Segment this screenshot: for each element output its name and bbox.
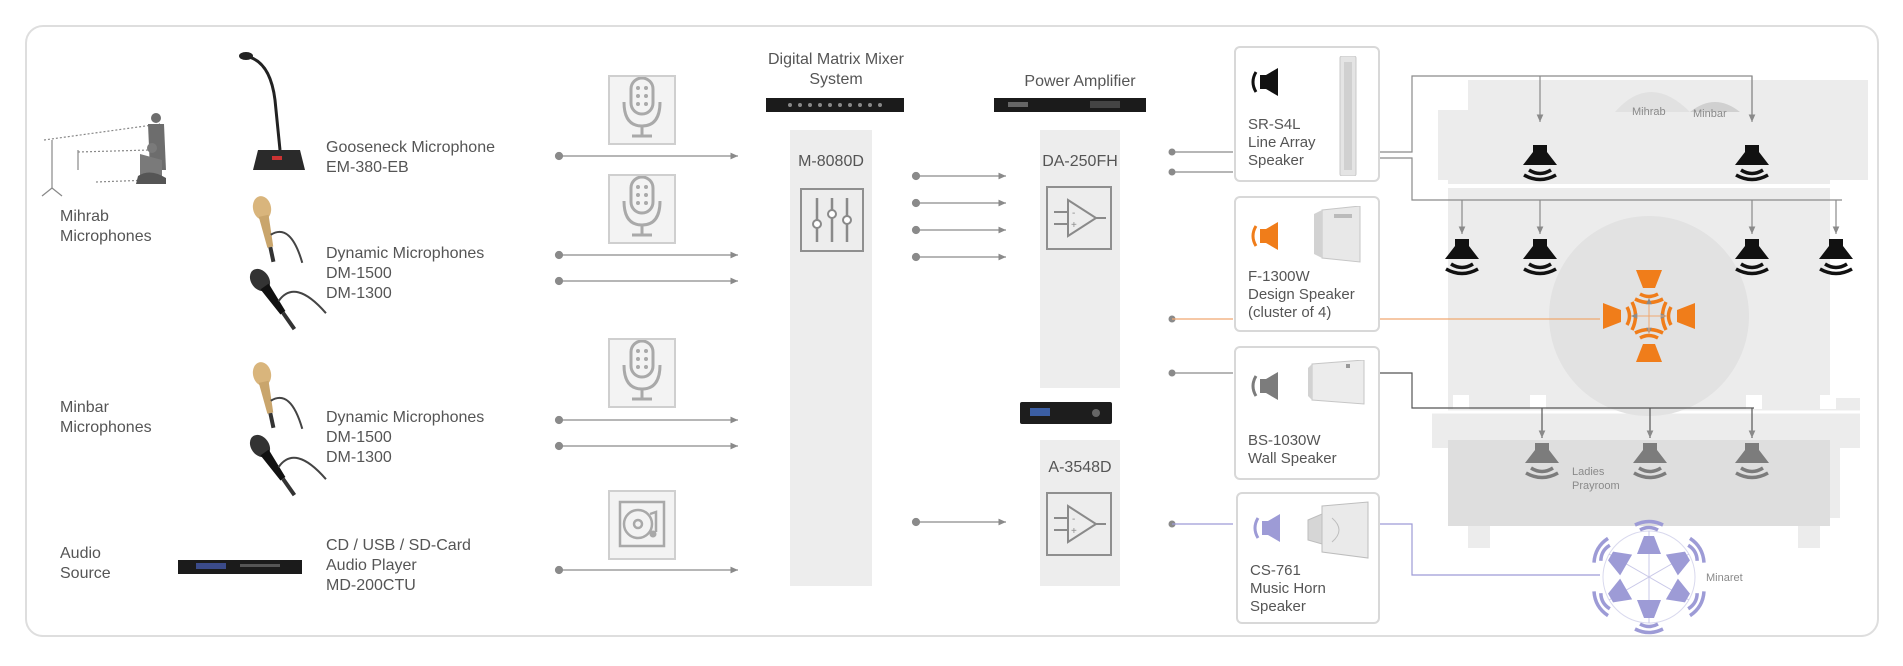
design-speaker-image (1314, 206, 1361, 263)
line-array-speaker-image (1339, 56, 1357, 176)
amp-output-connectors (1168, 148, 1600, 576)
sr-speaker-wiring (1380, 75, 1842, 234)
design-speaker-cluster (1601, 268, 1697, 364)
gooseneck-microphone-image (239, 52, 305, 170)
microphone-icon (622, 175, 662, 237)
cs-speaker-type-line1: Music Horn (1250, 580, 1326, 597)
speaker-card-f-1300w: F-1300W Design Speaker (cluster of 4) (1234, 196, 1380, 332)
diagram-frame (25, 25, 1879, 637)
sr-speaker-type-line1: Line Array (1248, 134, 1316, 151)
svg-text:-: - (1072, 514, 1075, 525)
audio-player-image (178, 560, 302, 574)
f-speaker-note: (cluster of 4) (1248, 304, 1332, 321)
dynamic1-name: Dynamic Microphones (326, 245, 485, 262)
speaker-icon (1251, 68, 1278, 96)
gooseneck-model: EM-380-EB (326, 159, 409, 176)
wall-speaker-image (1308, 360, 1365, 405)
microphone-icon (622, 339, 662, 401)
microphone-icon-box-3 (608, 338, 676, 408)
mihrab-microphone-illustration (41, 113, 166, 197)
amplifier-title: Power Amplifier (1024, 73, 1136, 90)
svg-text:-: - (1072, 208, 1075, 219)
zone-ladies-line2: Prayroom (1572, 480, 1620, 492)
dynamic2-model-b: DM-1300 (326, 449, 392, 466)
minbar-group-label-1: Minbar (60, 399, 109, 416)
mixer-title-line2: System (809, 71, 863, 88)
amp2-model: A-3548D (1048, 459, 1112, 476)
dynamic2-name: Dynamic Microphones (326, 409, 485, 426)
mixer-title-line1: Digital Matrix Mixer (767, 51, 904, 68)
input-connectors (554, 151, 738, 575)
amp1-model: DA-250FH (1042, 153, 1118, 170)
mixer-model: M-8080D (798, 153, 864, 170)
f-speaker-type: Design Speaker (1248, 286, 1355, 303)
dynamic1-model-a: DM-1500 (326, 265, 392, 282)
speaker-icon (1253, 514, 1280, 542)
mixer-amplifier-image (1020, 402, 1112, 424)
bs-speaker-wiring (1380, 372, 1756, 438)
bs-speaker-type: Wall Speaker (1248, 450, 1337, 467)
minaret-horn-cluster (1589, 519, 1709, 635)
sr-speaker-type-line2: Speaker (1248, 152, 1304, 169)
cs-speaker-type-line2: Speaker (1250, 598, 1306, 615)
speaker-card-cs-761: CS-761 Music Horn Speaker (1236, 492, 1380, 624)
zone-minaret: Minaret (1706, 572, 1743, 584)
speaker-icon (1251, 222, 1278, 250)
mixer-sliders-icon (800, 188, 864, 252)
minbar-group-label-2: Microphones (60, 419, 152, 436)
bs-speaker-model: BS-1030W (1248, 432, 1321, 449)
mihrab-group-label-2: Microphones (60, 228, 152, 245)
mihrab-group-label-1: Mihrab (60, 208, 109, 225)
svg-text:+: + (1071, 526, 1077, 537)
cs-speaker-model: CS-761 (1250, 562, 1301, 579)
audio-group-label-2: Source (60, 565, 111, 582)
player-type: Audio Player (326, 557, 417, 574)
audio-group-label-1: Audio (60, 545, 101, 562)
zone-mihrab: Mihrab (1632, 106, 1666, 118)
microphone-icon (622, 76, 662, 138)
sr-speaker-model: SR-S4L (1248, 116, 1301, 133)
zone-ladies-line1: Ladies (1572, 466, 1605, 478)
mixer-rack-image (766, 98, 904, 112)
dynamic2-model-a: DM-1500 (326, 429, 392, 446)
horn-speaker-image (1307, 501, 1369, 559)
dynamic1-model-b: DM-1300 (326, 285, 392, 302)
cd-icon-box (608, 490, 676, 560)
speaker-card-bs-1030w: BS-1030W Wall Speaker (1234, 346, 1380, 480)
amplifier-icon: - + (1046, 492, 1112, 556)
svg-text:+: + (1071, 220, 1077, 231)
cd-music-icon (618, 500, 666, 548)
microphone-icon-box-1 (608, 75, 676, 145)
player-name: CD / USB / SD-Card (326, 537, 471, 554)
amplifier-icon: - + (1046, 186, 1112, 250)
mixer-amp-connectors (911, 171, 1006, 527)
gooseneck-name: Gooseneck Microphone (326, 139, 495, 156)
f-speaker-model: F-1300W (1248, 268, 1310, 285)
speaker-card-sr-s4l: SR-S4L Line Array Speaker (1234, 46, 1380, 182)
zone-minbar: Minbar (1693, 108, 1727, 120)
amp-column-1 (1040, 130, 1120, 388)
player-model: MD-200CTU (326, 577, 416, 594)
microphone-icon-box-2 (608, 174, 676, 244)
speaker-icon (1251, 372, 1278, 400)
power-amplifier-image (994, 98, 1146, 112)
